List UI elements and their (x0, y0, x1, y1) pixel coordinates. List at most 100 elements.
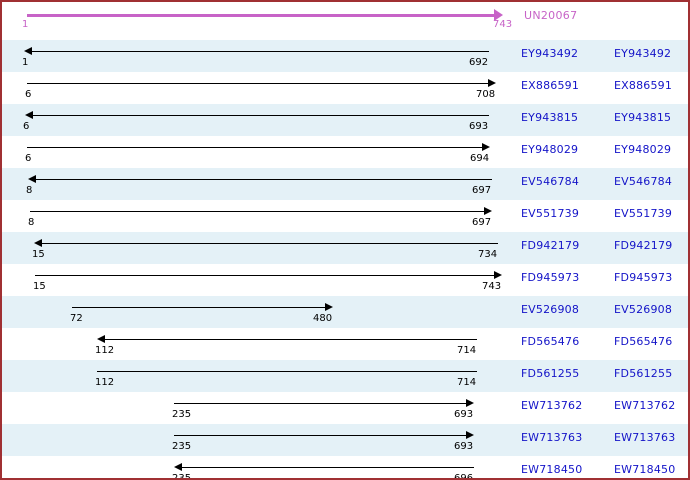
arrowhead-right-icon (325, 303, 333, 311)
hit-start-coord: 1 (22, 57, 29, 68)
hit-accession-link[interactable]: EY943492 (521, 47, 579, 60)
hit-row: 235 696 EW718450 EW718450 (2, 456, 688, 480)
query-line (27, 14, 495, 17)
query-track: 1 743 UN20067 (2, 2, 688, 40)
hit-end-coord: 697 (472, 217, 492, 228)
hit-row: 15 734 FD942179 FD942179 (2, 232, 688, 264)
arrowhead-left-icon (34, 239, 42, 247)
query-sequence-name: UN20067 (524, 9, 578, 22)
hit-accession-link[interactable]: FD565476 (521, 335, 580, 348)
query-arrowhead-right-icon (494, 9, 503, 21)
hit-accession-link[interactable]: EV526908 (521, 303, 580, 316)
hit-accession-link[interactable]: EW713762 (521, 399, 583, 412)
hit-description-link[interactable]: EV526908 (614, 303, 673, 316)
alignment-bar[interactable] (97, 371, 477, 372)
hit-accession-link[interactable]: EW713763 (521, 431, 583, 444)
query-start-coord: 1 (22, 19, 29, 30)
hit-end-coord: 708 (476, 89, 496, 100)
arrowhead-right-icon (494, 271, 502, 279)
hit-end-coord: 693 (454, 441, 474, 452)
hit-end-coord: 714 (457, 345, 477, 356)
hit-description-link[interactable]: EV551739 (614, 207, 673, 220)
hit-accession-link[interactable]: EV546784 (521, 175, 580, 188)
hit-row: 112 714 FD561255 FD561255 (2, 360, 688, 392)
hit-accession-link[interactable]: EV551739 (521, 207, 580, 220)
hit-description-link[interactable]: EY943815 (614, 111, 672, 124)
alignment-bar[interactable] (31, 51, 489, 52)
alignment-bar[interactable] (27, 83, 489, 84)
hit-end-coord: 480 (313, 313, 333, 324)
hit-start-coord: 112 (95, 345, 115, 356)
hit-start-coord: 8 (26, 185, 33, 196)
hit-accession-link[interactable]: FD561255 (521, 367, 580, 380)
hit-row: 235 693 EW713762 EW713762 (2, 392, 688, 424)
hit-description-link[interactable]: EV546784 (614, 175, 673, 188)
alignment-bar[interactable] (174, 435, 467, 436)
hit-start-coord: 15 (33, 281, 46, 292)
alignment-bar[interactable] (181, 467, 474, 468)
alignment-bar[interactable] (35, 179, 492, 180)
query-end-coord: 743 (493, 19, 513, 30)
hit-end-coord: 697 (472, 185, 492, 196)
hit-end-coord: 694 (470, 153, 490, 164)
hit-accession-link[interactable]: EY943815 (521, 111, 579, 124)
hit-start-coord: 235 (172, 473, 192, 480)
hit-row: 1 692 EY943492 EY943492 (2, 40, 688, 72)
alignment-bar[interactable] (32, 115, 489, 116)
alignment-bar[interactable] (174, 403, 467, 404)
hit-start-coord: 6 (25, 89, 32, 100)
arrowhead-right-icon (466, 399, 474, 407)
hit-description-link[interactable]: EW718450 (614, 463, 676, 476)
hit-rows-container: 1 692 EY943492 EY943492 6 708 EX886591 EX886591… (2, 40, 688, 480)
hit-start-coord: 112 (95, 377, 115, 388)
hit-description-link[interactable]: FD561255 (614, 367, 673, 380)
hit-start-coord: 8 (28, 217, 35, 228)
hit-description-link[interactable]: EX886591 (614, 79, 673, 92)
alignment-bar[interactable] (35, 275, 495, 276)
hit-description-link[interactable]: EW713763 (614, 431, 676, 444)
hit-start-coord: 235 (172, 441, 192, 452)
arrowhead-right-icon (482, 143, 490, 151)
hit-description-link[interactable]: FD942179 (614, 239, 673, 252)
alignment-bar[interactable] (104, 339, 477, 340)
arrowhead-left-icon (25, 111, 33, 119)
hit-description-link[interactable]: FD945973 (614, 271, 673, 284)
alignment-bar[interactable] (30, 211, 485, 212)
hit-description-link[interactable]: EY943492 (614, 47, 672, 60)
hit-end-coord: 693 (469, 121, 489, 132)
hit-end-coord: 693 (454, 409, 474, 420)
hit-description-link[interactable]: EW713762 (614, 399, 676, 412)
alignment-bar[interactable] (27, 147, 483, 148)
hit-start-coord: 15 (32, 249, 45, 260)
hit-end-coord: 696 (454, 473, 474, 480)
arrowhead-right-icon (484, 207, 492, 215)
arrowhead-left-icon (24, 47, 32, 55)
hit-row: 112 714 FD565476 FD565476 (2, 328, 688, 360)
alignment-bar[interactable] (41, 243, 498, 244)
arrowhead-left-icon (174, 463, 182, 471)
hit-start-coord: 235 (172, 409, 192, 420)
hit-end-coord: 692 (469, 57, 489, 68)
arrowhead-left-icon (97, 335, 105, 343)
hit-accession-link[interactable]: EW718450 (521, 463, 583, 476)
arrowhead-right-icon (488, 79, 496, 87)
arrowhead-right-icon (466, 431, 474, 439)
hit-description-link[interactable]: EY948029 (614, 143, 672, 156)
alignment-bar[interactable] (72, 307, 326, 308)
hit-accession-link[interactable]: FD942179 (521, 239, 580, 252)
hit-accession-link[interactable]: EX886591 (521, 79, 580, 92)
hit-accession-link[interactable]: EY948029 (521, 143, 579, 156)
hit-accession-link[interactable]: FD945973 (521, 271, 580, 284)
hit-end-coord: 714 (457, 377, 477, 388)
hit-start-coord: 6 (23, 121, 30, 132)
hit-end-coord: 734 (478, 249, 498, 260)
hit-row: 8 697 EV551739 EV551739 (2, 200, 688, 232)
hit-start-coord: 72 (70, 313, 83, 324)
hit-end-coord: 743 (482, 281, 502, 292)
hit-row: 8 697 EV546784 EV546784 (2, 168, 688, 200)
arrowhead-left-icon (28, 175, 36, 183)
hit-row: 15 743 FD945973 FD945973 (2, 264, 688, 296)
hit-row: 6 693 EY943815 EY943815 (2, 104, 688, 136)
hit-description-link[interactable]: FD565476 (614, 335, 673, 348)
